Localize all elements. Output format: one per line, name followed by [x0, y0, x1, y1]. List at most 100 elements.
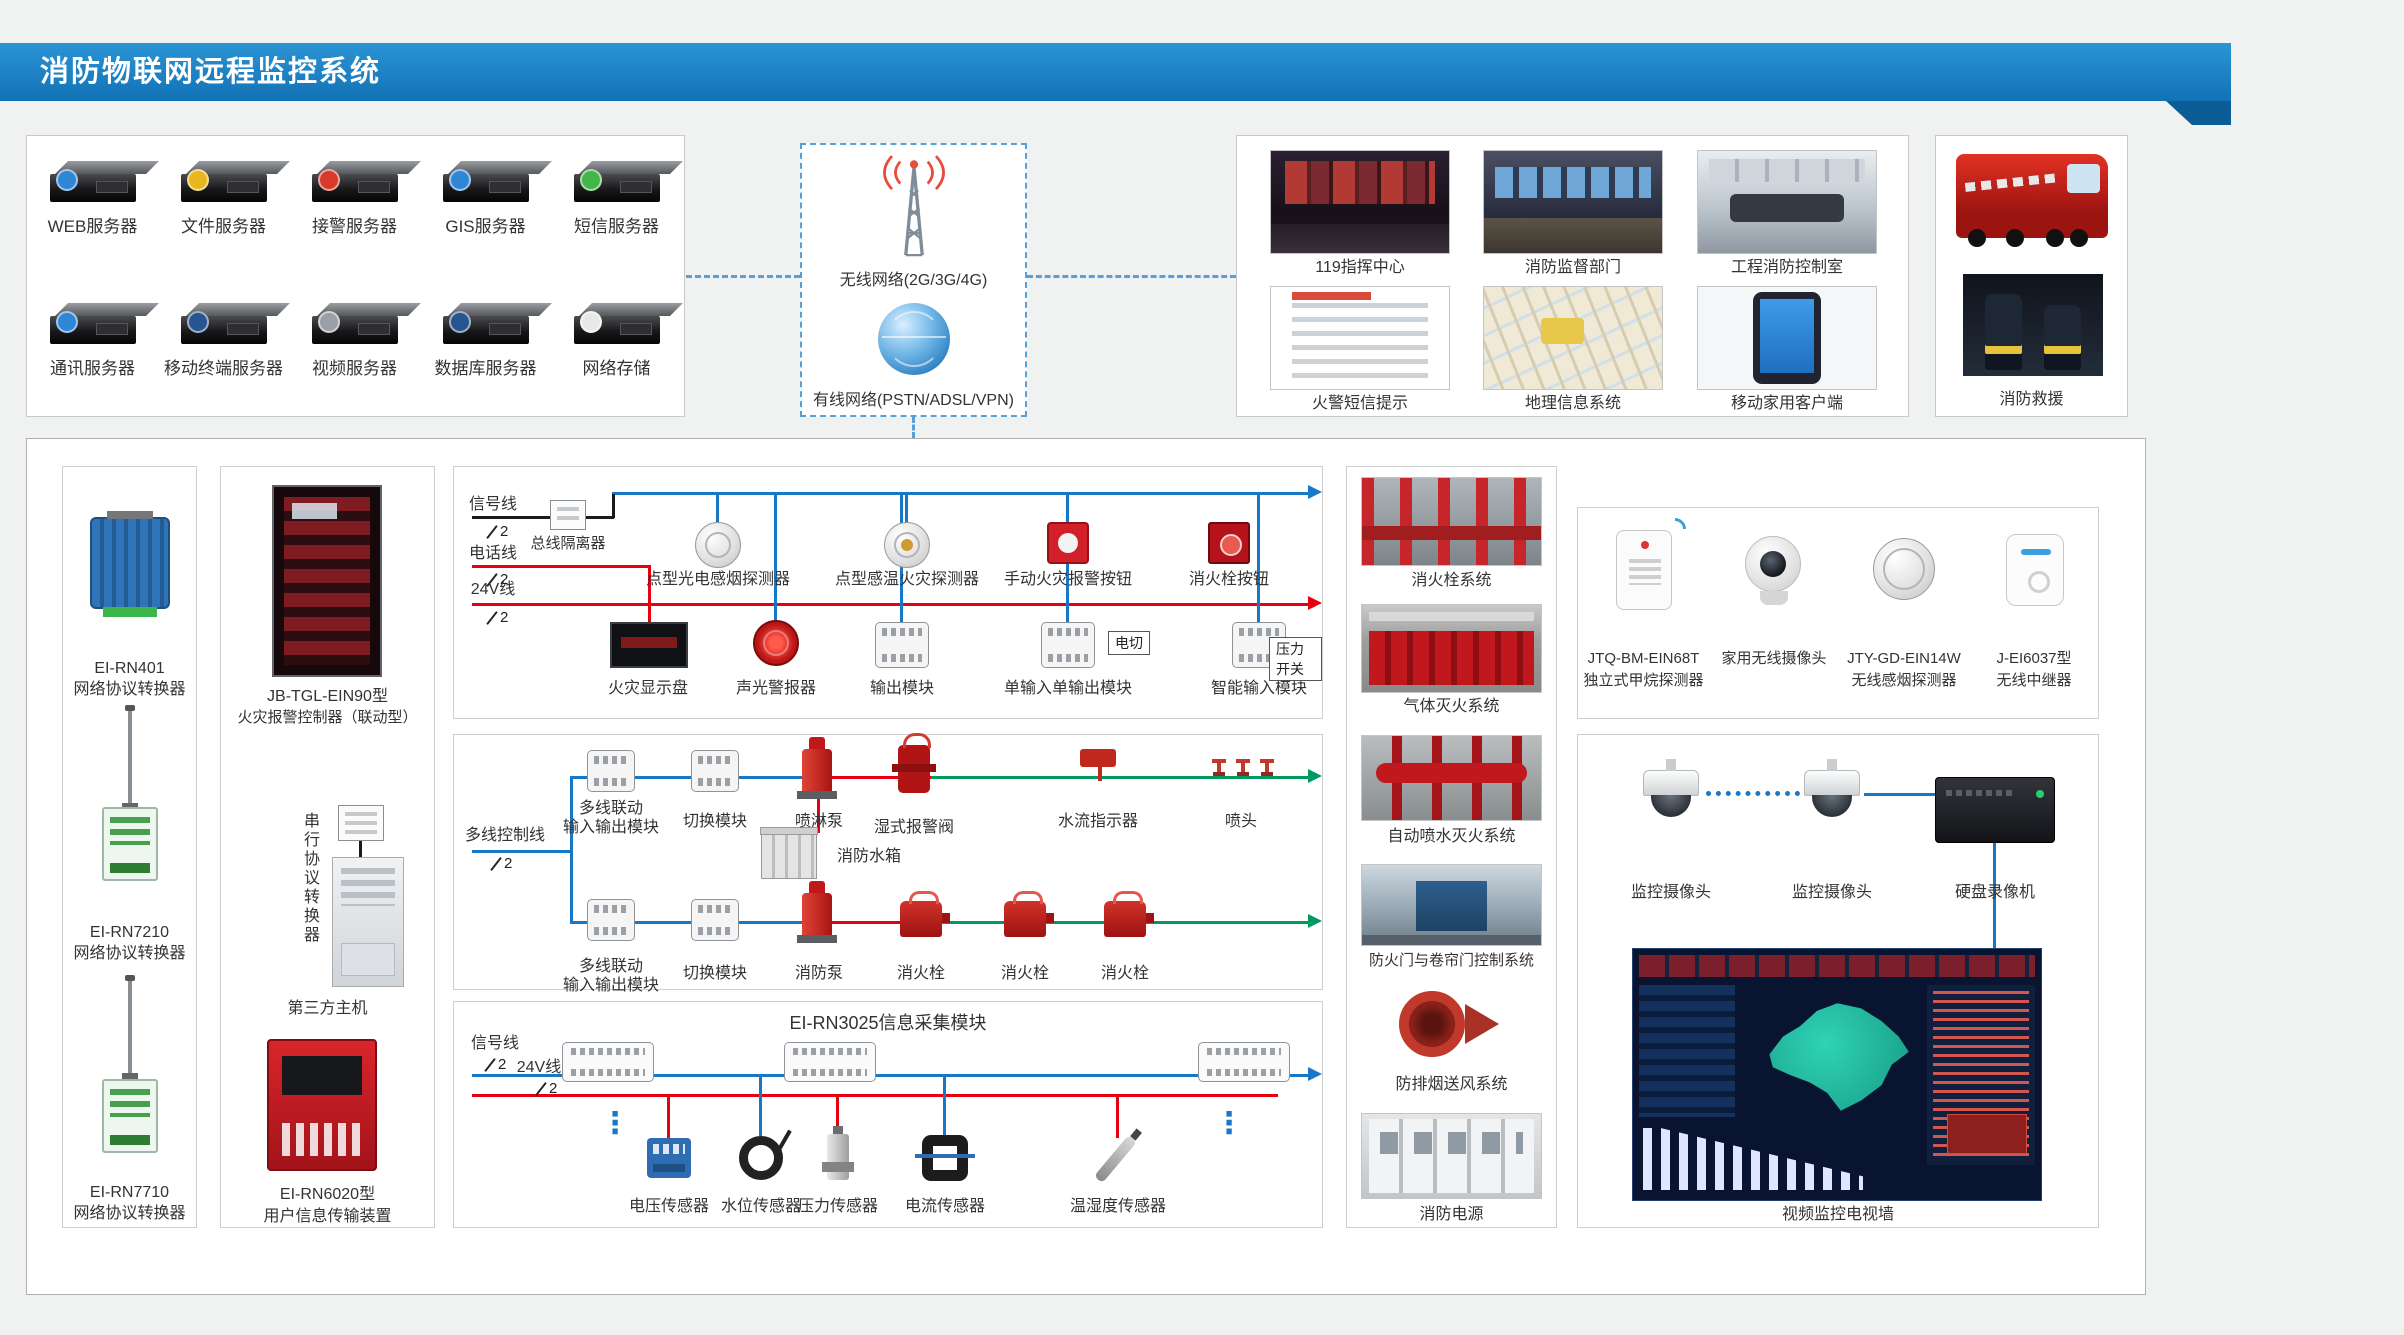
linkage-module-icon: [587, 750, 635, 792]
io-module-icon: [1041, 622, 1095, 668]
server-label: 接警服务器: [312, 217, 397, 236]
wire: [686, 275, 800, 278]
wire: [1864, 793, 1935, 796]
server-cell: 视频服务器: [289, 292, 420, 379]
wireless-device-name: 无线中继器: [1996, 672, 2072, 689]
methane-detector-icon: [1616, 530, 1672, 610]
subsystem-label: 自动喷水灭火系统: [1387, 828, 1516, 845]
video-wall-side-panel: [1639, 985, 1735, 1117]
wireless-device-name: 独立式甲烷探测器: [1583, 672, 1704, 689]
video-wall-header: [1639, 955, 2035, 977]
serial-converter-label: 串行协议转换器: [301, 812, 318, 945]
server-cell: 移动终端服务器: [158, 292, 289, 379]
dvr-label: 硬盘录像机: [1954, 884, 2035, 901]
collector-module-icon: [784, 1042, 876, 1082]
wire: [1116, 1094, 1119, 1138]
wire: [570, 776, 587, 779]
camera-label: 监控摄像头: [1630, 884, 1711, 901]
power-line-label: 24V线: [516, 1059, 562, 1076]
fire-pump-icon: [797, 881, 837, 943]
photo-hydrant-system: [1361, 477, 1542, 566]
client-label: 火警短信提示: [1311, 395, 1408, 412]
device-label: 消火栓: [896, 965, 945, 982]
firefighters-photo: [1963, 274, 2103, 376]
client-label: 移动家用客户端: [1730, 395, 1843, 412]
wet-alarm-valve-icon: [892, 733, 936, 793]
mobile-badge-icon: [186, 311, 209, 333]
wire: [570, 776, 573, 923]
gis-badge-icon: [448, 169, 471, 191]
device-label: 切换模块: [682, 965, 747, 982]
arrow: [1308, 1067, 1322, 1081]
pressure-sensor-icon: [822, 1126, 854, 1180]
electric-cut-tag: 电切: [1108, 631, 1150, 655]
phone-line-label: 电话线: [468, 545, 517, 562]
wire: [1993, 843, 1996, 948]
client-label: 119指挥中心: [1315, 259, 1405, 276]
clients-panel: 119指挥中心 消防监督部门 工程消防控制室 火警短信提示 地理信息系统 移动家…: [1236, 135, 1909, 417]
controller-column: JB-TGL-EIN90型 火灾报警控制器（联动型） 串行协议转换器 第三方主机…: [220, 466, 435, 1228]
wired-network-label: 有线网络(PSTN/ADSL/VPN): [813, 392, 1014, 409]
fire-display-icon: [610, 622, 688, 668]
control-line-label: 多线控制线: [464, 827, 545, 844]
wireless-device-model: J-EI6037型: [1996, 650, 2072, 667]
wireless-smoke-detector-icon: [1873, 538, 1935, 600]
photo-sprinkler-system: [1361, 735, 1542, 821]
server-icon: [49, 311, 136, 344]
signal-line-label: 信号线: [468, 496, 517, 513]
network-panel: 无线网络(2G/3G/4G) 有线网络(PSTN/ADSL/VPN): [800, 143, 1027, 417]
server-label: 通讯服务器: [50, 359, 135, 378]
photo-fire-supervision-dept: [1483, 150, 1663, 254]
device-label: 喷头: [1224, 813, 1257, 830]
hydrant-button-icon: [1208, 522, 1250, 564]
wire: [359, 841, 362, 857]
main-panel: EI-RN401 网络协议转换器 EI-RN7210 网络协议转换器 EI-RN…: [26, 438, 2146, 1295]
wire: [824, 921, 900, 924]
server-icon: [442, 169, 529, 202]
wireless-device-model: JTQ-BM-EIN68T: [1587, 650, 1700, 667]
subsystem-label: 防火门与卷帘门控制系统: [1368, 952, 1534, 969]
dvr-icon: [1935, 777, 2055, 843]
wire-count: 2: [500, 523, 509, 540]
photo-119-command-center: [1270, 150, 1450, 254]
client-label: 消防监督部门: [1524, 259, 1621, 276]
server-icon: [180, 311, 267, 344]
antenna-stick-icon: [122, 705, 138, 809]
arrow: [1308, 485, 1322, 499]
alarm-badge-icon: [317, 169, 340, 191]
wire: [943, 1074, 946, 1136]
wireless-device-name: 无线感烟探测器: [1851, 672, 1957, 689]
sounder-strobe-icon: [753, 620, 799, 666]
subsystem-label: 消防电源: [1419, 1206, 1484, 1223]
server-icon: [311, 169, 398, 202]
sprinkler-head-icon: [1260, 759, 1274, 776]
converter-model-label: EI-RN7210: [89, 924, 170, 941]
device-label: 消火栓: [1100, 965, 1149, 982]
wire-count: 2: [549, 1080, 558, 1097]
signal-line-label: 信号线: [470, 1035, 519, 1052]
sms-badge-icon: [579, 169, 602, 191]
china-map-icon: [1769, 1003, 1909, 1111]
device-label: 湿式报警阀: [873, 819, 954, 836]
wire: [612, 492, 1310, 495]
server-cell: 短信服务器: [551, 150, 682, 237]
wire-count: 2: [500, 609, 509, 626]
server-label: 数据库服务器: [434, 359, 537, 378]
sensor-label: 电流传感器: [904, 1198, 985, 1215]
server-icon: [311, 311, 398, 344]
server-icon: [442, 311, 529, 344]
controller-model-label: JB-TGL-EIN90型: [267, 688, 388, 705]
ptz-camera-icon: [1804, 759, 1860, 817]
converter-column: EI-RN401 网络协议转换器 EI-RN7210 网络协议转换器 EI-RN…: [62, 466, 197, 1228]
wire: [472, 565, 650, 568]
client-label: 工程消防控制室: [1730, 259, 1843, 276]
wire: [648, 565, 651, 622]
power-line-label: 24V线: [470, 581, 516, 598]
globe-icon: [877, 303, 950, 375]
device-label: 水流指示器: [1057, 813, 1138, 830]
ladder-icon: [1964, 172, 2060, 192]
antenna-icon: [882, 155, 945, 257]
fan-cone-icon: [1465, 1004, 1499, 1044]
device-label: 点型感温火灾探测器: [834, 571, 979, 588]
fire-truck-photo: [1956, 154, 2108, 247]
